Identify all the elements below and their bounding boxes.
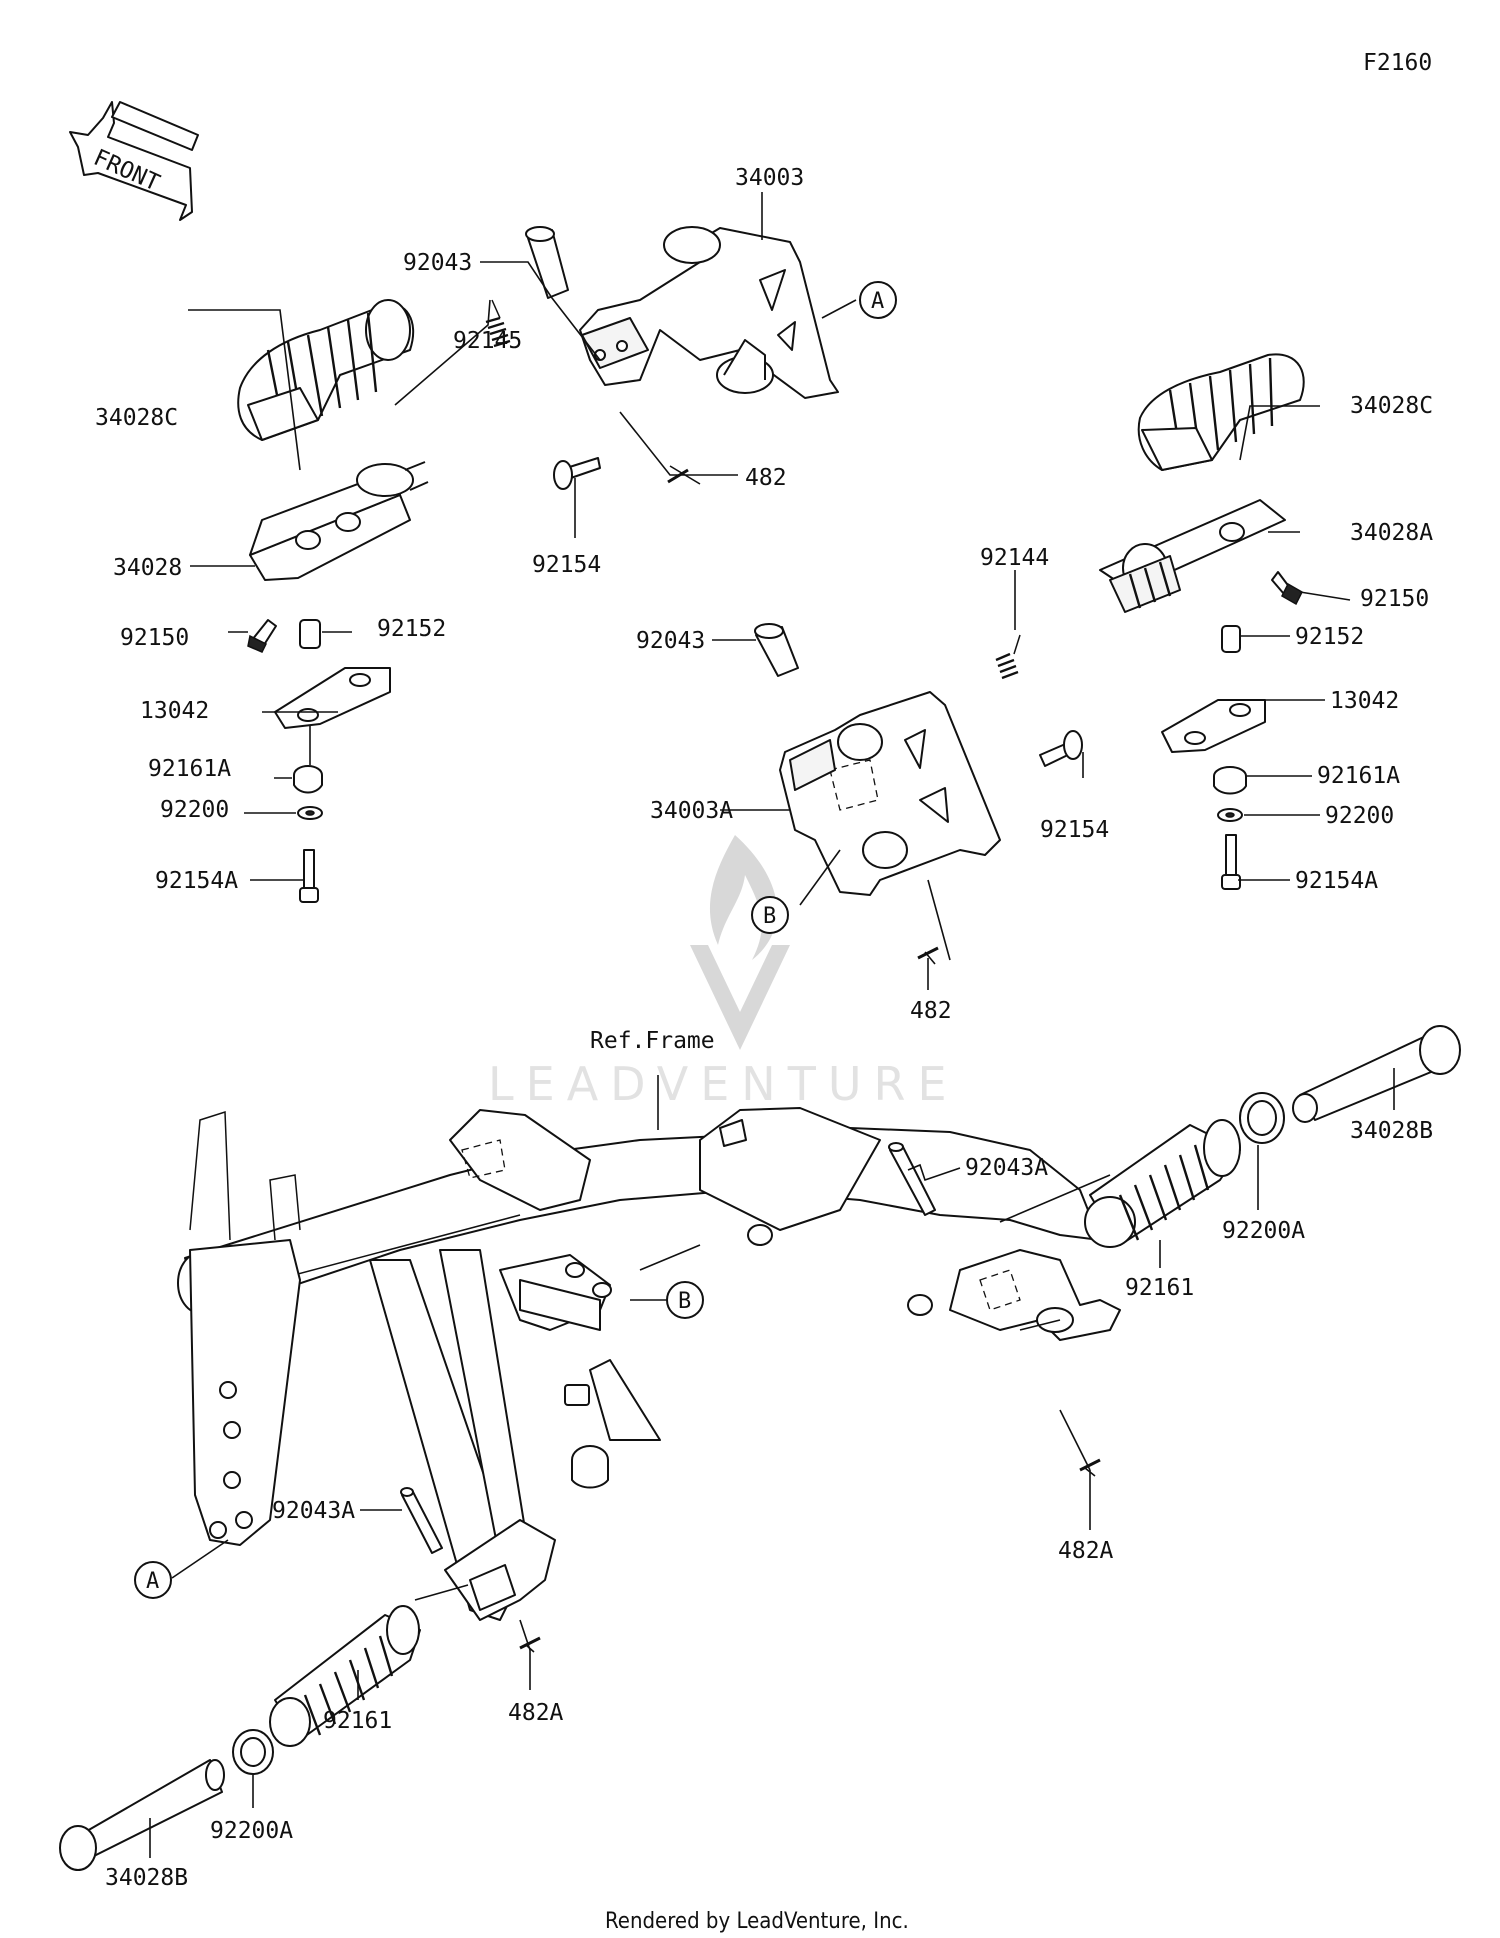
svg-text:B: B xyxy=(678,1289,691,1314)
washer-92200-left xyxy=(297,806,323,820)
pin-92043-mid xyxy=(754,623,799,677)
label-92161-right: 92161 xyxy=(1125,1275,1194,1301)
plate-13042-right xyxy=(1161,699,1266,753)
pin-34028B-right xyxy=(1292,1025,1461,1123)
label-13042-left: 13042 xyxy=(140,698,209,724)
footpeg-rubber-34028C-left xyxy=(237,299,415,441)
damper-92161A-right xyxy=(1213,766,1247,795)
label-92145: 92145 xyxy=(453,328,522,354)
leadventure-watermark: LEADVENTURE xyxy=(488,835,959,1111)
damper-92161A-left xyxy=(293,765,323,794)
callout-b-frame: B xyxy=(666,1281,704,1319)
diagram-code: F2160 xyxy=(1363,50,1432,76)
label-92200-left: 92200 xyxy=(160,797,229,823)
callout-a-top: A xyxy=(859,281,897,319)
callout-a-bottom: A xyxy=(134,1561,172,1599)
label-92043-top: 92043 xyxy=(403,250,472,276)
label-92043A-right: 92043A xyxy=(965,1155,1048,1181)
bolt-92154A-right xyxy=(1221,834,1241,890)
plate-13042-left xyxy=(274,667,391,729)
label-92200A-left: 92200A xyxy=(210,1818,293,1844)
footpeg-92161-left xyxy=(269,1605,421,1747)
label-92150-left: 92150 xyxy=(120,625,189,651)
label-34028C-left: 34028C xyxy=(95,405,178,431)
collar-92152-right xyxy=(1221,625,1241,653)
label-34003: 34003 xyxy=(735,165,804,191)
label-92144: 92144 xyxy=(980,545,1049,571)
label-34028B-left: 34028B xyxy=(105,1865,188,1891)
label-92043-mid: 92043 xyxy=(636,628,705,654)
label-92161A-right: 92161A xyxy=(1317,763,1400,789)
footpeg-34028A-right xyxy=(1099,499,1286,613)
svg-text:B: B xyxy=(763,904,776,929)
label-482A-left: 482A xyxy=(508,1700,564,1726)
label-92154-top: 92154 xyxy=(532,552,601,578)
label-92161-left: 92161 xyxy=(323,1708,392,1734)
label-92200-right: 92200 xyxy=(1325,803,1394,829)
label-92200A-right: 92200A xyxy=(1222,1218,1305,1244)
label-34028C-right: 34028C xyxy=(1350,393,1433,419)
mark-bars xyxy=(519,468,1101,1650)
label-34028A: 34028A xyxy=(1350,520,1433,546)
label-34028B-right: 34028B xyxy=(1350,1118,1433,1144)
label-92154-mid: 92154 xyxy=(1040,817,1109,843)
bolt-92150-left xyxy=(247,619,277,653)
part-labels: 34003 92043 92145 34028C 34028 92150 921… xyxy=(95,165,1433,1891)
svg-text:A: A xyxy=(146,1569,159,1594)
footer-credit: Rendered by LeadVenture, Inc. xyxy=(605,1909,909,1934)
svg-text:A: A xyxy=(871,289,884,314)
bracket-34003 xyxy=(579,226,839,399)
label-34028: 34028 xyxy=(113,555,182,581)
label-13042-right: 13042 xyxy=(1330,688,1399,714)
label-92154A-right: 92154A xyxy=(1295,868,1378,894)
footpeg-rubber-34028C-right xyxy=(1137,353,1305,471)
callout-b-mid: B xyxy=(751,896,789,934)
pin-92043A-right xyxy=(888,1142,936,1216)
bolt-92150-right xyxy=(1271,571,1303,606)
label-92161A-left: 92161A xyxy=(148,756,231,782)
washer-92200A-right xyxy=(1239,1092,1285,1144)
label-34003A: 34003A xyxy=(650,798,733,824)
collar-92152-left xyxy=(299,619,321,649)
label-92152-right: 92152 xyxy=(1295,624,1364,650)
bolt-92154-top xyxy=(553,457,601,490)
leader-lines xyxy=(149,192,1395,1858)
label-482-mid: 482 xyxy=(910,998,952,1024)
watermark-text: LEADVENTURE xyxy=(488,1057,959,1111)
ref-frame-label: Ref.Frame xyxy=(590,1028,715,1054)
footpeg-92161-right xyxy=(1084,1119,1241,1248)
label-92152-left: 92152 xyxy=(377,616,446,642)
pin-92043-top xyxy=(525,226,569,299)
spring-92144 xyxy=(995,634,1021,680)
washer-92200-right xyxy=(1217,808,1243,822)
bolt-92154A-left xyxy=(299,849,319,903)
bracket-lower-left xyxy=(444,1519,556,1621)
spring-92145 xyxy=(485,299,511,348)
washer-92200A-left xyxy=(232,1729,274,1775)
label-92150-right: 92150 xyxy=(1360,586,1429,612)
label-482-top: 482 xyxy=(745,465,787,491)
bracket-34003A xyxy=(779,691,1001,896)
label-482A-right: 482A xyxy=(1058,1538,1114,1564)
footpeg-34028-left xyxy=(249,461,429,581)
pin-34028B-left xyxy=(59,1759,225,1871)
front-arrow-icon: FRONT xyxy=(69,101,199,221)
label-92154A-left: 92154A xyxy=(155,868,238,894)
bolt-92154-mid xyxy=(1039,730,1083,767)
pin-92043A-left xyxy=(400,1487,443,1554)
label-92043A-left: 92043A xyxy=(272,1498,355,1524)
frame xyxy=(177,1107,1121,1621)
